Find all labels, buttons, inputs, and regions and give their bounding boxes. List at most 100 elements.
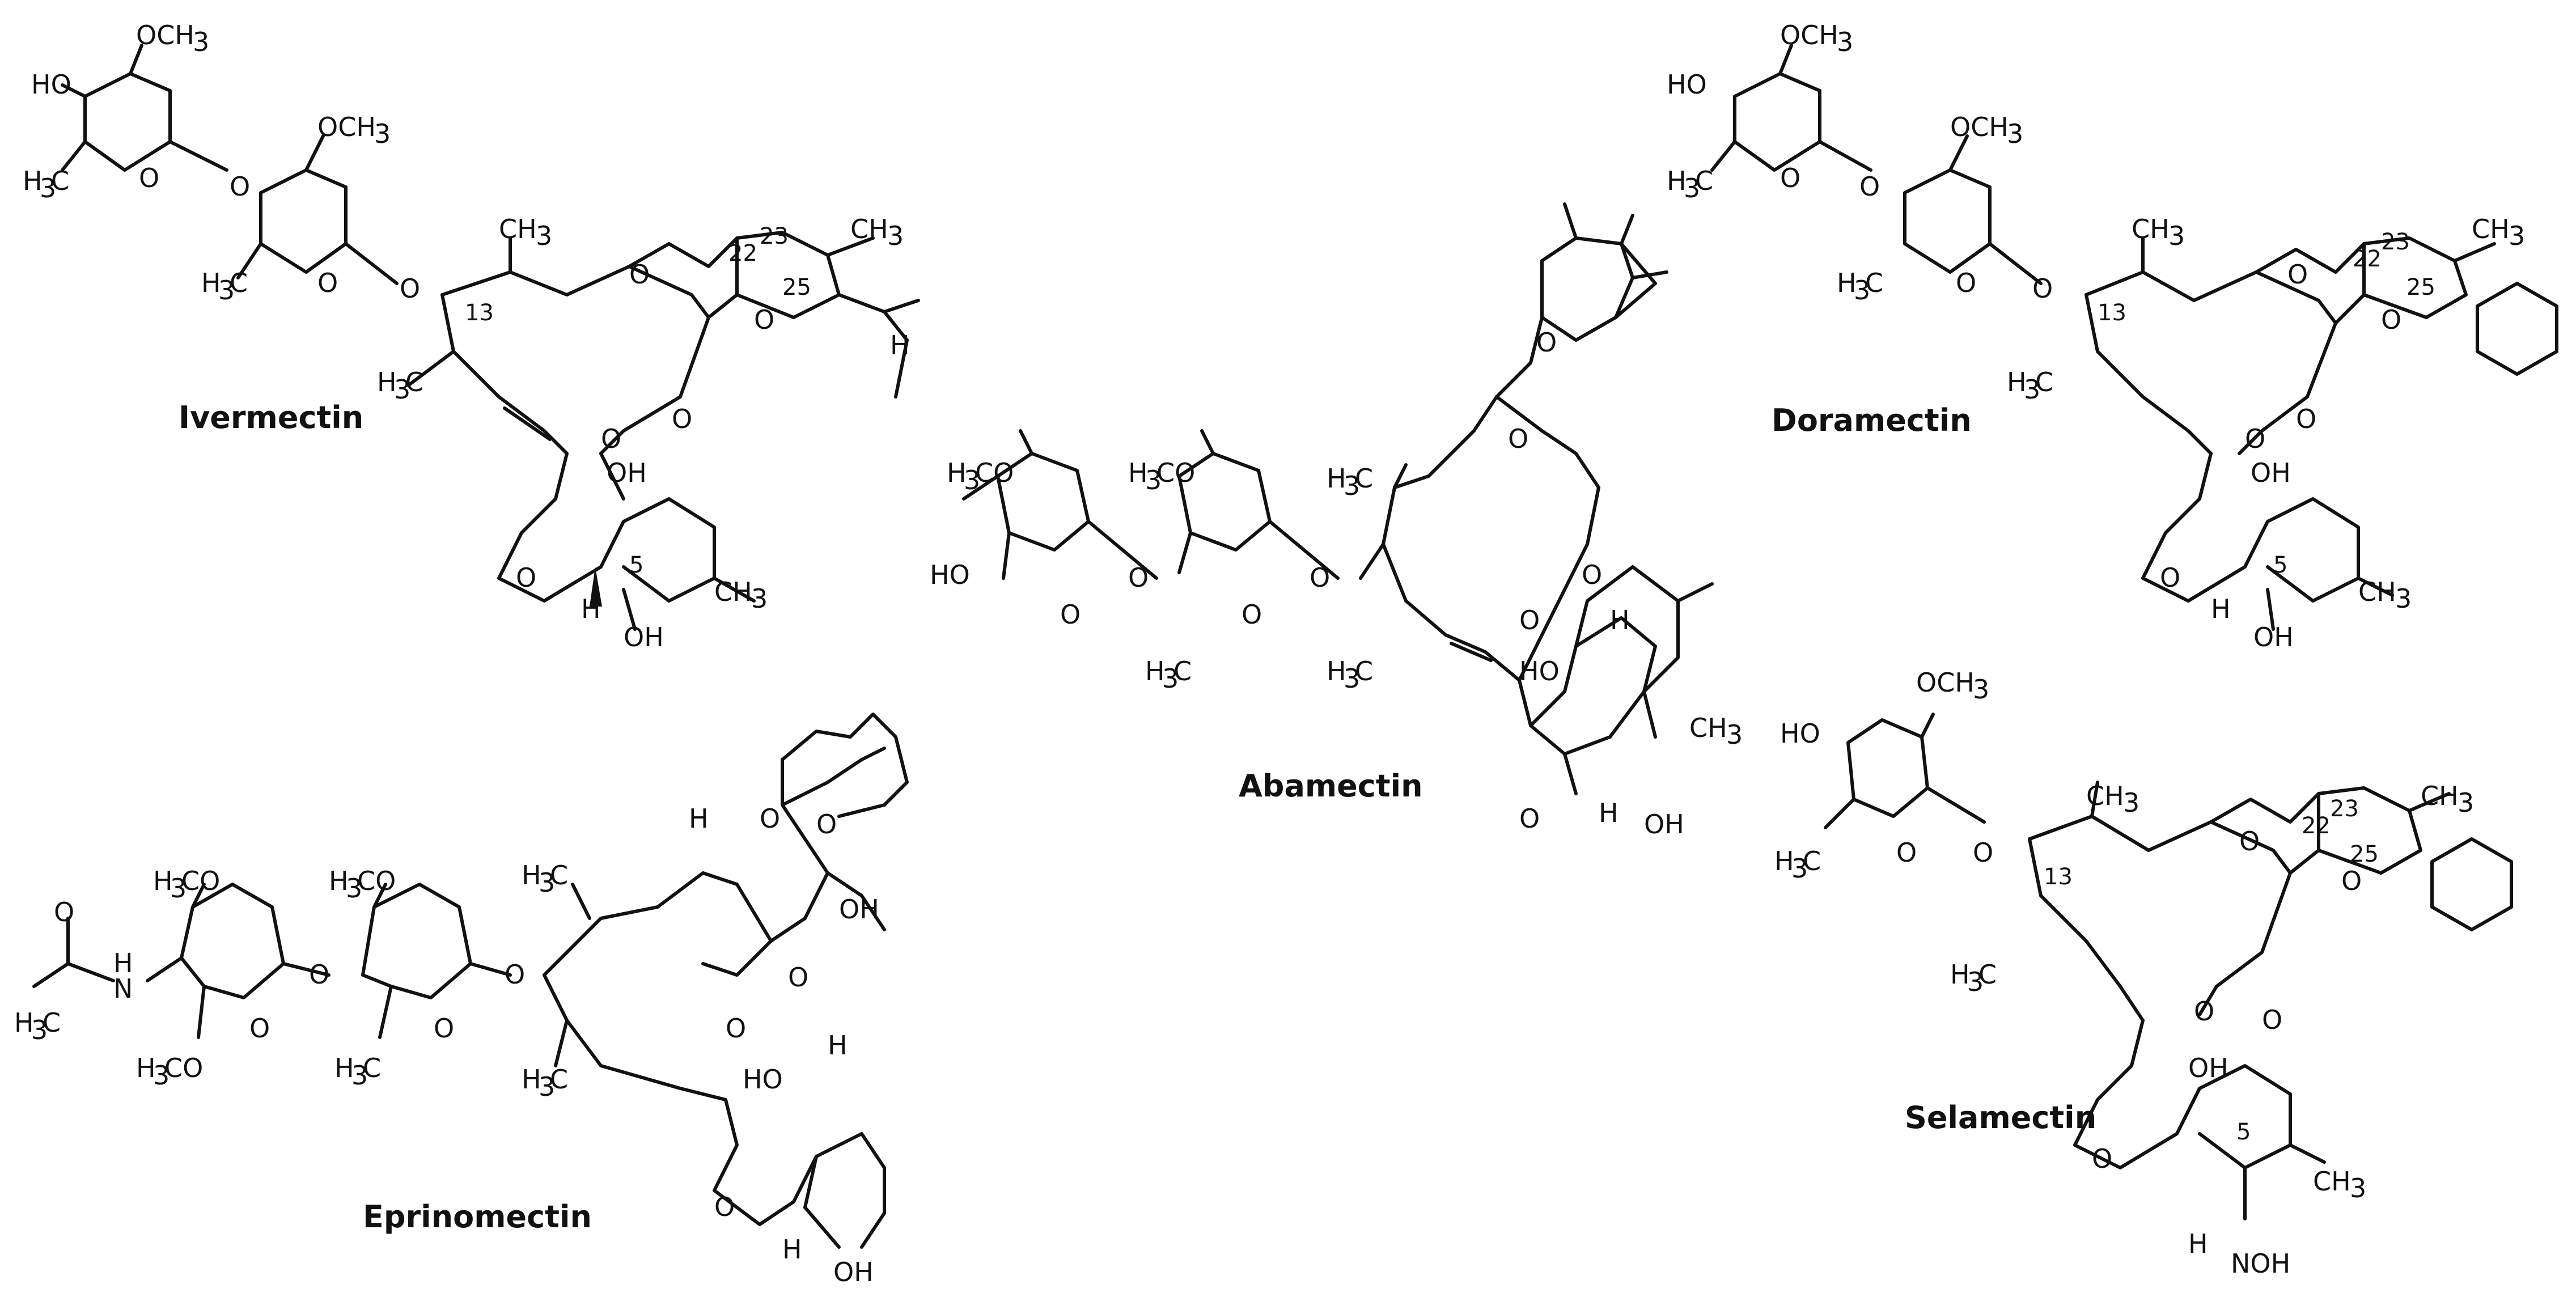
svg-text:3: 3 (1973, 674, 1989, 705)
svg-text:H: H (136, 1053, 156, 1083)
svg-text:O: O (1519, 605, 1540, 635)
svg-text:C: C (1865, 268, 1883, 298)
svg-text:O: O (317, 268, 338, 298)
svg-text:3: 3 (2395, 583, 2412, 614)
svg-text:3: 3 (394, 374, 410, 405)
svg-text:CH: CH (2086, 781, 2124, 811)
svg-text:3: 3 (751, 583, 768, 614)
svg-text:O: O (2194, 996, 2214, 1027)
svg-text:H: H (2188, 1228, 2208, 1259)
svg-text:OH: OH (833, 1257, 874, 1287)
svg-text:OH: OH (607, 457, 647, 488)
svg-text:OH: OH (1644, 809, 1684, 840)
svg-text:25: 25 (2350, 841, 2379, 867)
svg-text:C: C (1803, 846, 1821, 876)
svg-text:H: H (2007, 367, 2027, 397)
svg-text:C: C (51, 166, 69, 196)
svg-text:O: O (754, 304, 774, 335)
svg-text:3: 3 (170, 873, 187, 904)
svg-text:13: 13 (465, 300, 494, 326)
svg-text:OH: OH (839, 894, 879, 925)
svg-text:22: 22 (2302, 813, 2331, 839)
svg-text:23: 23 (760, 223, 789, 249)
svg-text:CH: CH (499, 214, 537, 244)
svg-text:22: 22 (2353, 246, 2382, 272)
svg-text:5: 5 (629, 552, 643, 578)
svg-text:CH: CH (2472, 214, 2510, 244)
svg-text:3: 3 (1791, 853, 1808, 884)
svg-text:C: C (43, 1007, 61, 1038)
svg-text:3: 3 (1837, 27, 1853, 57)
svg-text:13: 13 (2098, 300, 2126, 326)
svg-text:O: O (1582, 560, 1602, 590)
svg-text:3: 3 (1344, 663, 1360, 694)
svg-text:H: H (890, 330, 910, 361)
svg-text:O: O (309, 959, 329, 990)
svg-text:25: 25 (782, 274, 811, 300)
svg-text:H: H (1774, 846, 1794, 876)
svg-text:OH: OH (624, 622, 664, 652)
svg-text:OH: OH (2251, 457, 2291, 488)
svg-text:O: O (601, 423, 621, 454)
svg-text:3: 3 (2458, 787, 2474, 818)
svg-text:O: O (629, 259, 650, 290)
svg-text:C: C (1173, 656, 1192, 686)
svg-text:H: H (522, 1064, 541, 1095)
svg-text:CH: CH (2132, 214, 2170, 244)
svg-text:H: H (377, 367, 397, 397)
svg-text:OCH: OCH (1780, 20, 1838, 50)
svg-text:3: 3 (2007, 118, 2023, 149)
svg-text:3: 3 (539, 1071, 555, 1102)
svg-text:3: 3 (218, 275, 235, 306)
svg-text:OH: OH (2188, 1053, 2228, 1083)
svg-text:3: 3 (887, 221, 904, 251)
svg-text:H: H (828, 1030, 848, 1061)
svg-text:H: H (782, 1234, 802, 1265)
svg-text:H: H (581, 594, 601, 624)
svg-text:HO: HO (743, 1064, 783, 1095)
svg-text:C: C (1355, 656, 1373, 686)
svg-text:3: 3 (1145, 465, 1162, 495)
svg-text:3: 3 (1967, 967, 1984, 997)
svg-text:CO: CO (164, 1053, 203, 1083)
svg-text:O: O (672, 404, 692, 434)
svg-text:OCH: OCH (136, 20, 194, 50)
svg-text:25: 25 (2406, 274, 2435, 300)
svg-text:3: 3 (2168, 221, 2185, 251)
svg-text:H: H (947, 457, 967, 488)
svg-text:3: 3 (351, 1060, 368, 1091)
svg-text:O: O (434, 1013, 454, 1044)
svg-text:OCH: OCH (317, 112, 376, 142)
svg-text:5: 5 (2273, 552, 2287, 578)
svg-text:H: H (1327, 656, 1346, 686)
svg-text:CH: CH (2313, 1166, 2351, 1197)
svg-text:3: 3 (193, 27, 209, 57)
svg-text:O: O (139, 163, 159, 193)
svg-text:H: H (113, 948, 133, 978)
svg-text:H: H (334, 1053, 354, 1083)
svg-text:O: O (1536, 327, 1557, 358)
svg-text:H: H (1599, 798, 1619, 828)
svg-text:HO: HO (31, 69, 71, 100)
svg-text:O: O (816, 809, 837, 840)
svg-text:H: H (329, 866, 349, 896)
svg-text:HO: HO (1519, 656, 1560, 686)
svg-text:3: 3 (346, 873, 362, 904)
svg-text:OH: OH (2253, 622, 2294, 652)
svg-text:OCH: OCH (1950, 112, 2009, 142)
svg-text:3: 3 (2123, 787, 2139, 818)
svg-text:C: C (550, 1064, 568, 1095)
svg-text:C: C (405, 367, 423, 397)
svg-text:H: H (1837, 268, 1857, 298)
svg-text:3: 3 (1854, 275, 1870, 306)
svg-text:CH: CH (2421, 781, 2459, 811)
svg-text:H: H (1667, 166, 1687, 196)
svg-text:O: O (1519, 803, 1540, 834)
svg-text:CO: CO (181, 866, 220, 896)
svg-text:3: 3 (2350, 1173, 2366, 1203)
svg-text:O: O (1896, 837, 1917, 868)
